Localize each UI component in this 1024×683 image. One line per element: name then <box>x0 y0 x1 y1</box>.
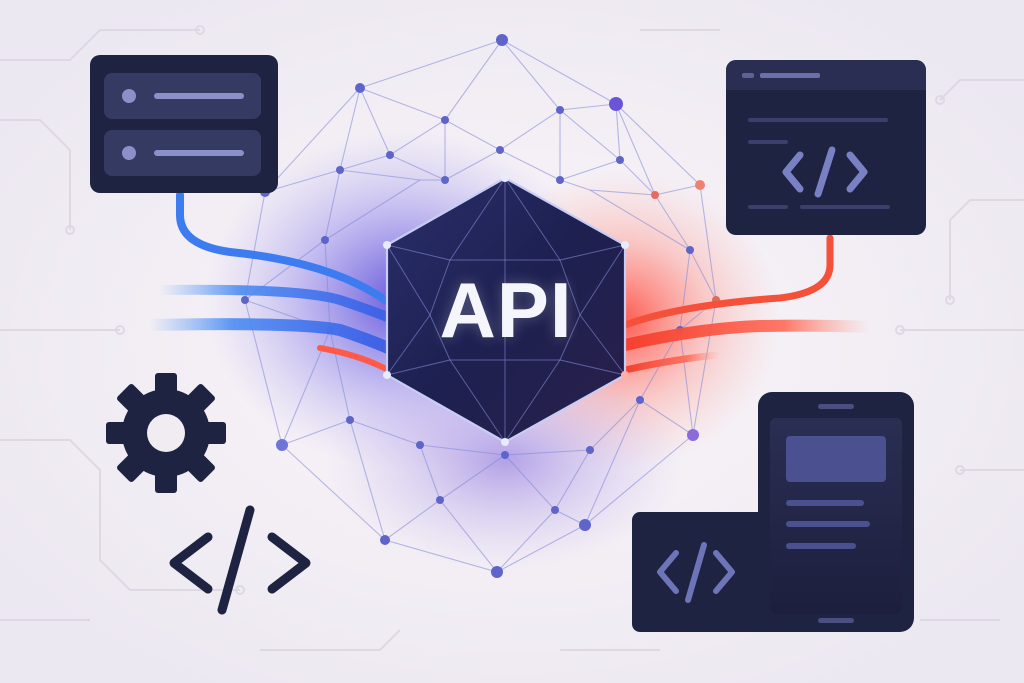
red-data-streams <box>619 234 876 374</box>
mesh-nodes <box>241 34 720 578</box>
browser-code-window-icon <box>726 60 926 235</box>
gear-icon <box>106 373 226 493</box>
server-stack-icon <box>90 55 278 193</box>
tablet-code-icon <box>632 512 792 632</box>
purple-glow <box>325 350 685 570</box>
code-brackets-icon <box>169 505 311 615</box>
api-hub-hexagon-icon <box>383 174 629 446</box>
api-hub-label: API <box>439 265 573 354</box>
blue-data-streams <box>144 191 395 373</box>
circuit-traces <box>0 25 1024 651</box>
mobile-phone-icon <box>758 392 914 632</box>
